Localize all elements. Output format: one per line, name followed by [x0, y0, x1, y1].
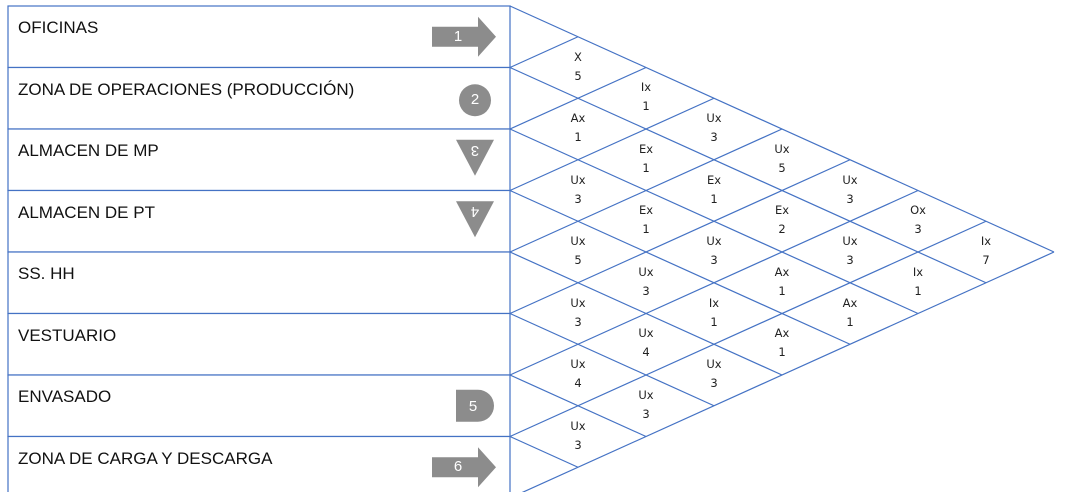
relation-reason: 2 — [778, 222, 786, 237]
grid-line — [509, 189, 919, 376]
relation-reason: 1 — [642, 222, 650, 237]
grid-line — [509, 189, 851, 345]
relation-code: Ex — [638, 141, 654, 156]
area-number-icons — [432, 16, 496, 488]
relation-code: Ux — [706, 111, 722, 125]
relation-code: Ex — [706, 172, 722, 187]
relation-reason: 3 — [914, 222, 922, 237]
relation-code: X — [574, 49, 582, 64]
area-box — [7, 5, 511, 69]
relation-code: Ux — [774, 141, 790, 156]
relation-reason: 1 — [778, 345, 786, 360]
relation-reason: 1 — [710, 191, 718, 206]
grid-line — [509, 66, 987, 284]
area-number: 2 — [470, 91, 480, 109]
area-label: OFICINAS — [18, 18, 99, 37]
relation-reason: 3 — [574, 191, 582, 206]
relation-reason: 3 — [846, 191, 854, 206]
area-number: 6 — [453, 458, 463, 476]
relation-code: Ux — [570, 418, 586, 433]
grid-line — [509, 312, 715, 407]
relation-code: Ix — [640, 80, 652, 95]
area-label: ZONA DE CARGA Y DESCARGA — [18, 448, 273, 468]
area-label: VESTUARIO — [18, 325, 117, 345]
relation-code: Ux — [706, 357, 722, 371]
relationship-grid — [509, 5, 1055, 492]
relation-reason: 5 — [574, 68, 582, 83]
area-label: ZONA DE OPERACIONES (PRODUCCIÓN) — [18, 79, 355, 99]
relation-reason: 3 — [642, 406, 650, 421]
grid-line — [509, 97, 715, 192]
relation-code: Ux — [638, 387, 654, 402]
relation-code: Ux — [842, 234, 858, 248]
triangle-down-icon — [456, 139, 494, 176]
relation-reason: 1 — [778, 283, 786, 298]
area-label: SS. HH — [18, 264, 75, 283]
relation-reason: 7 — [982, 253, 990, 267]
relation-reason: 5 — [778, 160, 786, 175]
rounded-tab-icon — [456, 389, 494, 422]
arrow-right-icon — [432, 16, 496, 57]
area-label: ALMACEN DE MP — [18, 141, 159, 160]
relation-code: Ux — [570, 295, 586, 310]
grid-line — [509, 159, 851, 315]
area-box — [7, 128, 511, 192]
relation-reason: 5 — [574, 253, 582, 267]
relation-reason: 3 — [642, 283, 650, 298]
grid-line — [509, 128, 783, 253]
area-label: ENVASADO — [18, 387, 112, 406]
relation-code: Ux — [570, 172, 586, 187]
area-box — [7, 312, 511, 376]
grid-line — [509, 36, 579, 69]
relation-code: Ix — [980, 234, 992, 248]
relation-code: Ix — [708, 295, 720, 310]
area-number: 3 — [470, 141, 480, 159]
relation-code: Ux — [570, 234, 586, 248]
relation-reason: 3 — [574, 314, 582, 329]
circle-icon — [459, 84, 491, 117]
relation-reason: 1 — [642, 160, 650, 175]
area-label: ALMACEN DE PT — [18, 202, 155, 222]
relation-code: Ax — [774, 326, 790, 341]
relation-code: Ex — [774, 203, 790, 218]
area-number: 5 — [468, 397, 478, 415]
relation-reason: 3 — [710, 376, 718, 390]
area-box — [7, 251, 511, 315]
relation-reason: 3 — [710, 130, 718, 144]
relation-code: Ix — [912, 264, 924, 279]
relation-reason: 4 — [642, 345, 650, 360]
relation-reason: 4 — [574, 376, 582, 390]
relation-code: Ux — [638, 326, 654, 341]
area-box — [7, 435, 511, 492]
arrow-right-icon — [432, 447, 496, 488]
grid-line — [509, 435, 579, 468]
relation-code: Ax — [842, 295, 858, 310]
relation-code: Ax — [570, 111, 586, 125]
area-rows — [7, 5, 511, 492]
relation-reason: 1 — [914, 283, 922, 298]
area-number: 1 — [453, 27, 463, 45]
triangle-down-icon — [456, 201, 494, 238]
relation-code: Ex — [638, 203, 654, 218]
grid-line — [509, 66, 647, 130]
relation-reason: 1 — [642, 99, 650, 114]
relation-reason: 1 — [574, 130, 582, 144]
relation-code: Ux — [706, 234, 722, 248]
relation-reason: 1 — [846, 314, 854, 329]
relation-reason: 3 — [710, 253, 718, 267]
area-number: 4 — [470, 203, 480, 221]
relation-code: Ux — [570, 357, 586, 371]
grid-line — [509, 220, 987, 438]
area-box — [7, 189, 511, 253]
relation-code: Ax — [774, 264, 790, 279]
relation-code: Ox — [910, 203, 926, 218]
relation-reason: 3 — [846, 253, 854, 267]
relation-code: Ux — [638, 264, 654, 279]
relation-reason: 3 — [574, 437, 582, 452]
area-box — [7, 66, 511, 130]
relation-code: Ux — [842, 172, 858, 187]
relation-reason: 1 — [710, 314, 718, 329]
